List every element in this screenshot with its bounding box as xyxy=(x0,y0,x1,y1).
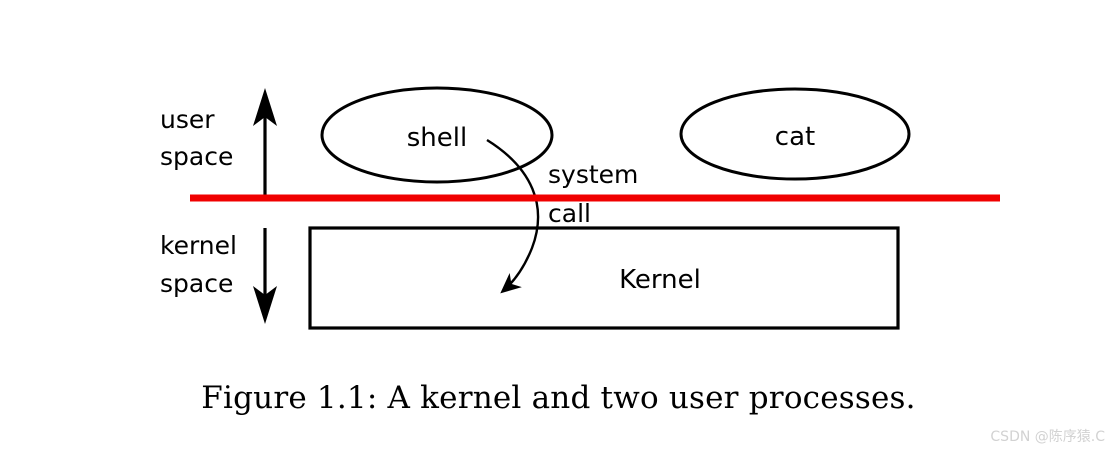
system-call-label-line2: call xyxy=(548,199,591,228)
system-call-arrow-path xyxy=(486,138,540,294)
system-call-label: system call xyxy=(548,160,638,228)
kernel-box-label: Kernel xyxy=(619,265,701,295)
kernel-space-label: kernel space xyxy=(160,231,237,298)
kernel-space-down-arrow xyxy=(253,228,277,324)
user-space-up-arrow xyxy=(253,88,277,199)
process-node-cat: cat xyxy=(679,87,911,181)
kernel-box-rect xyxy=(308,226,900,330)
cat-label: cat xyxy=(775,122,815,152)
kernel-box: Kernel xyxy=(308,226,900,330)
user-space-label-line1: user xyxy=(160,105,215,134)
kernel-space-label-line1: kernel xyxy=(160,231,237,260)
shell-ellipse xyxy=(320,86,554,184)
system-call-arrow xyxy=(486,138,540,294)
cat-ellipse xyxy=(679,87,911,181)
user-space-label-line2: space xyxy=(160,142,233,171)
figure-caption: Figure 1.1: A kernel and two user proces… xyxy=(201,380,916,416)
csdn-watermark: CSDN @陈序猿.C xyxy=(990,429,1105,445)
shell-label: shell xyxy=(407,123,467,153)
process-node-shell: shell xyxy=(320,86,554,184)
user-space-label: user space xyxy=(160,105,233,171)
kernel-space-label-line2: space xyxy=(160,269,233,298)
system-call-label-line1: system xyxy=(548,160,638,189)
